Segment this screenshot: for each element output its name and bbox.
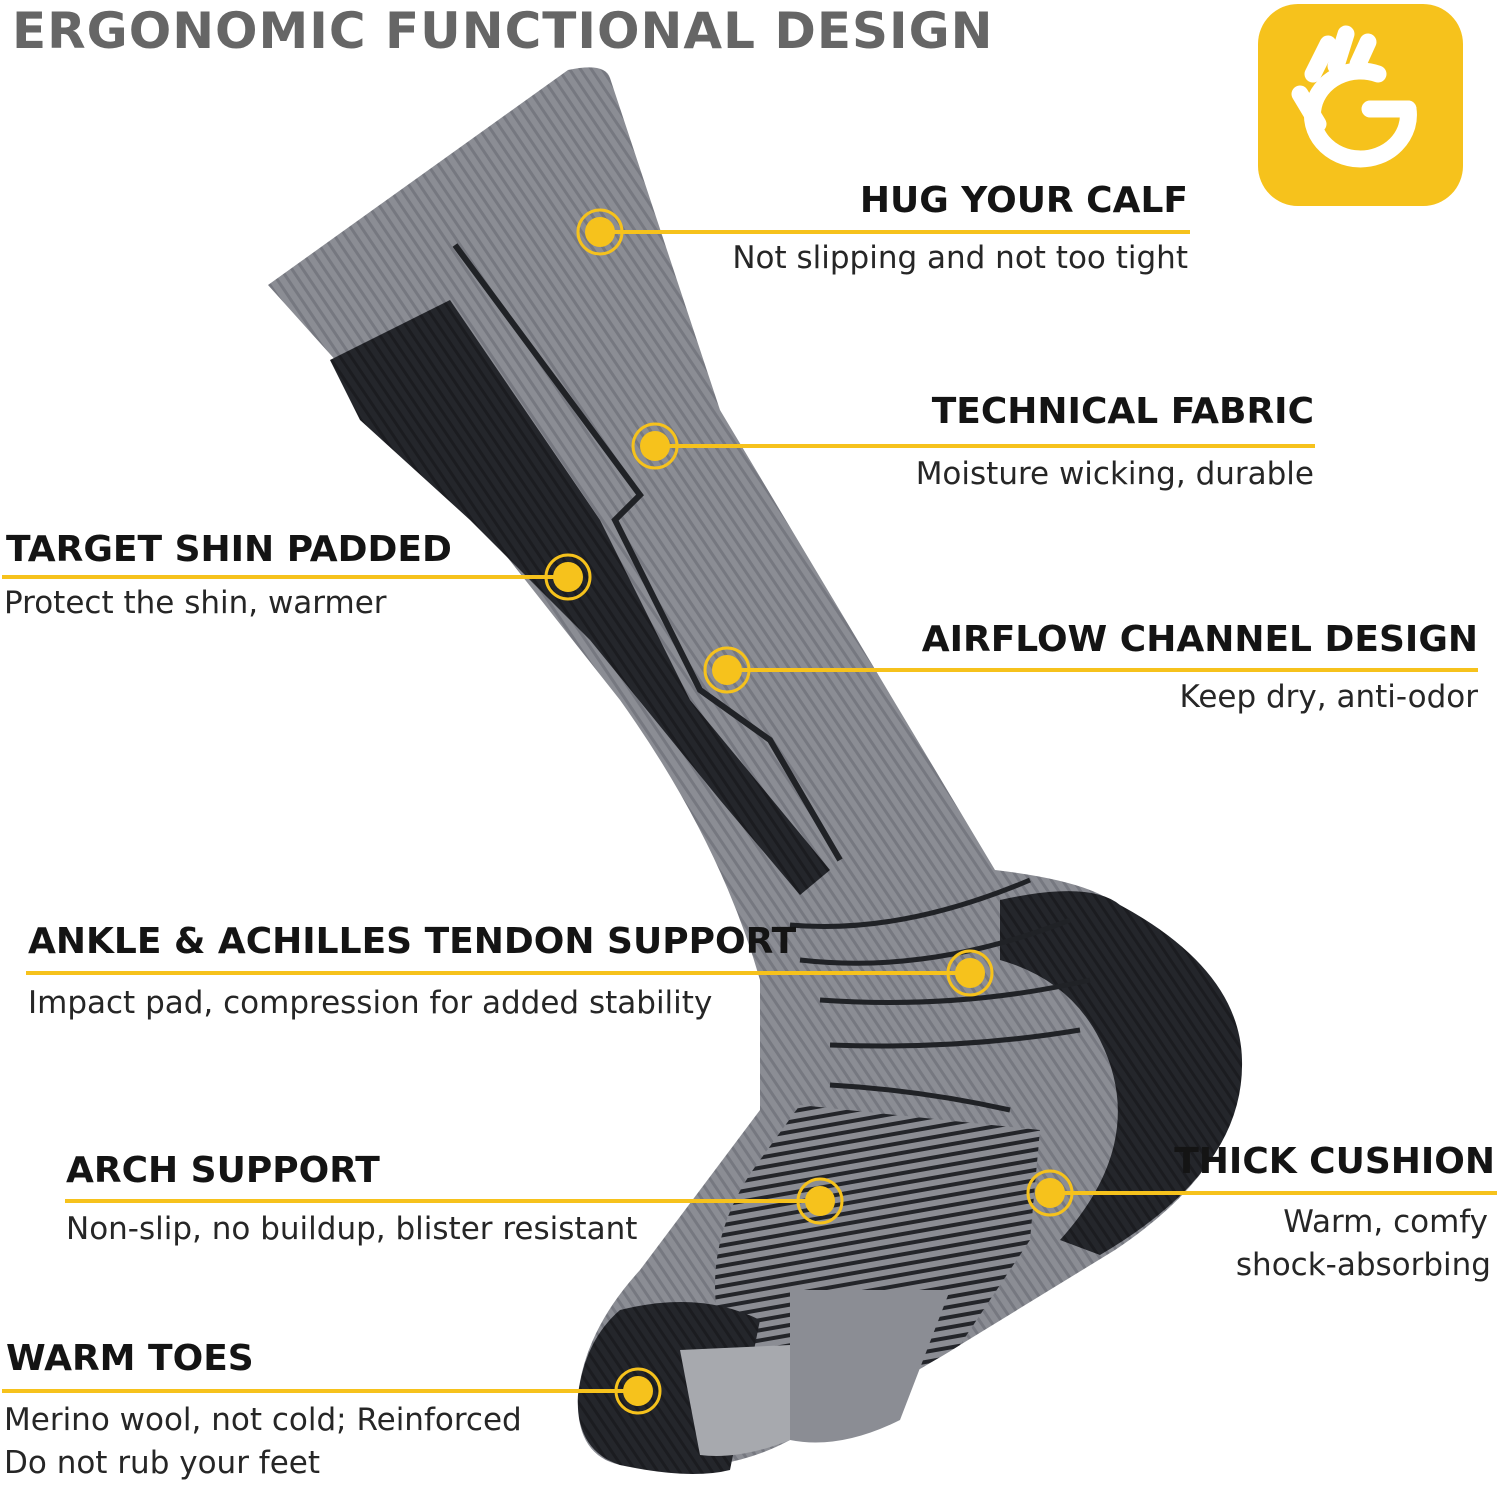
feature-desc-target-shin-padded: Protect the shin, warmer bbox=[4, 585, 387, 621]
callout-markers bbox=[544, 208, 1074, 1415]
feature-desc-technical-fabric: Moisture wicking, durable bbox=[915, 456, 1314, 492]
feature-desc-warm-toes-line1: Merino wool, not cold; Reinforced bbox=[4, 1402, 522, 1438]
ok-hand-g-icon bbox=[1291, 25, 1417, 168]
marker-technical-fabric bbox=[631, 422, 679, 470]
feature-title-target-shin-padded: TARGET SHIN PADDED bbox=[6, 529, 452, 570]
feature-desc-ankle-achilles-support: Impact pad, compression for added stabil… bbox=[28, 985, 713, 1021]
marker-warm-toes bbox=[614, 1367, 662, 1415]
feature-desc-arch-support: Non-slip, no buildup, blister resistant bbox=[66, 1211, 638, 1247]
brand-logo bbox=[1258, 4, 1463, 206]
marker-thick-cushion bbox=[1026, 1169, 1074, 1217]
feature-title-hug-your-calf: HUG YOUR CALF bbox=[859, 180, 1188, 221]
feature-title-ankle-achilles-support: ANKLE & ACHILLES TENDON SUPPORT bbox=[28, 921, 797, 962]
feature-title-airflow-channel-design: AIRFLOW CHANNEL DESIGN bbox=[921, 619, 1478, 660]
feature-desc-hug-your-calf: Not slipping and not too tight bbox=[732, 240, 1188, 276]
marker-target-shin-padded bbox=[544, 553, 592, 601]
page-title: ERGONOMIC FUNCTIONAL DESIGN bbox=[12, 2, 994, 60]
feature-desc-thick-cushion-line1: Warm, comfy bbox=[1283, 1204, 1488, 1240]
feature-desc-thick-cushion-line2: shock-absorbing bbox=[1235, 1247, 1491, 1283]
feature-title-thick-cushion: THICK CUSHION bbox=[1174, 1141, 1495, 1182]
feature-title-warm-toes: WARM TOES bbox=[6, 1338, 254, 1379]
feature-desc-airflow-channel-design: Keep dry, anti-odor bbox=[1179, 679, 1478, 715]
marker-airflow-channel-design bbox=[703, 646, 751, 694]
feature-title-arch-support: ARCH SUPPORT bbox=[66, 1150, 380, 1191]
marker-arch-support bbox=[796, 1177, 844, 1225]
marker-hug-your-calf bbox=[576, 208, 624, 256]
feature-desc-warm-toes-line2: Do not rub your feet bbox=[4, 1445, 321, 1481]
marker-ankle-achilles-support bbox=[946, 949, 994, 997]
feature-title-technical-fabric: TECHNICAL FABRIC bbox=[931, 391, 1314, 432]
